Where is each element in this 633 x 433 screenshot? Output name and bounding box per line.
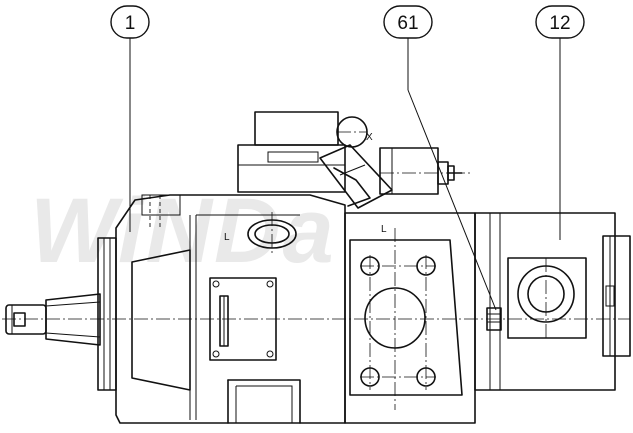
port-l-top-label: L: [224, 232, 230, 243]
callout-61: 61: [383, 5, 497, 311]
port-x-label: X: [366, 132, 373, 143]
callout-12: 12: [535, 5, 585, 240]
center-lines: [2, 212, 630, 410]
callout-12-label: 12: [549, 13, 570, 34]
port-flange-block: L: [344, 212, 502, 424]
watermark: WiNDa: [30, 180, 336, 282]
auxiliary-pump: [474, 212, 631, 391]
main-pump-housing: [115, 194, 346, 424]
callout-1: 1: [110, 5, 150, 232]
callout-1-label: 1: [125, 13, 136, 34]
callout-61-label: 61: [397, 13, 418, 34]
control-valve: X: [237, 111, 470, 209]
drive-shaft: [5, 293, 101, 346]
port-l-flange-label: L: [381, 224, 387, 235]
